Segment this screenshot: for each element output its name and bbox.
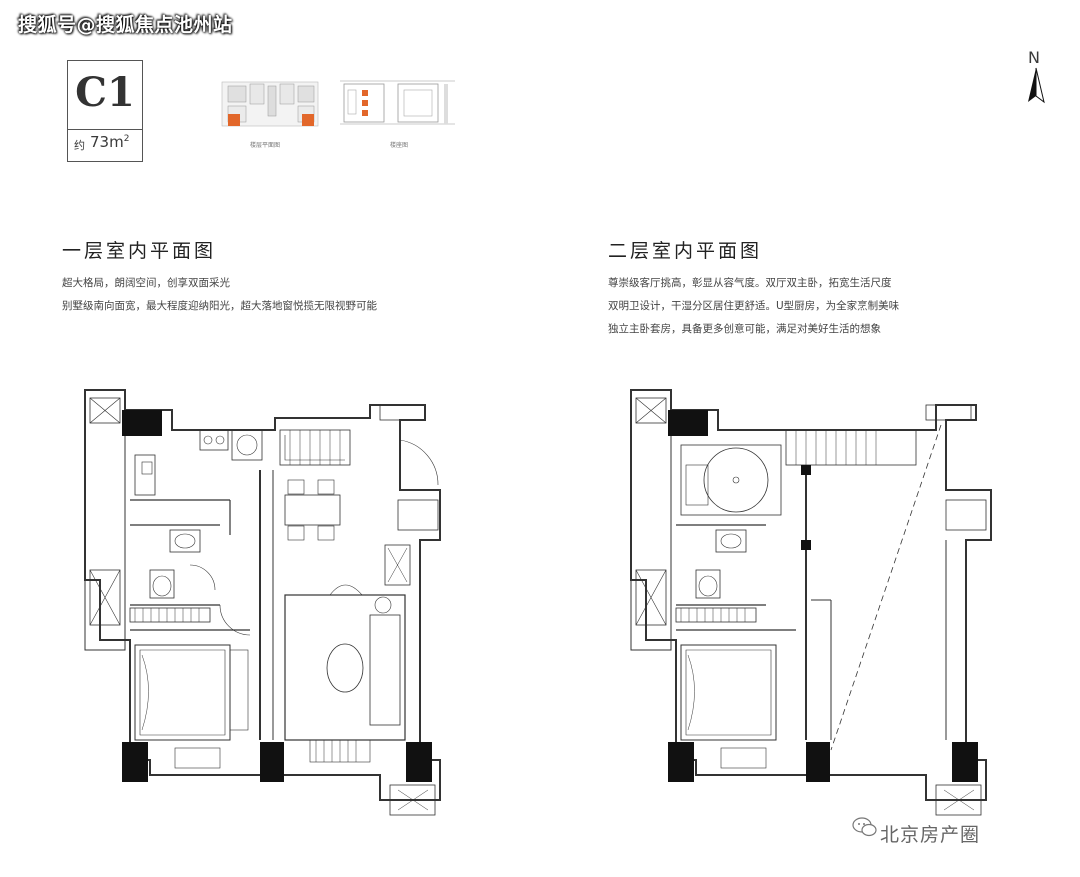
floor1-plan	[84, 389, 441, 816]
unit-divider	[68, 129, 142, 130]
site-plan-caption: 楼座图	[390, 142, 409, 149]
floor1-line: 别墅级南向面宽，最大程度迎纳阳光，超大落地窗悦揽无限视野可能	[62, 300, 377, 312]
bed	[680, 644, 777, 741]
floor1-description: 超大格局，朗阔空间，创享双面采光 别墅级南向面宽，最大程度迎纳阳光，超大落地窗悦…	[62, 272, 377, 318]
floor1-title: 一层室内平面图	[62, 240, 217, 262]
building-plan-caption: 楼层平面图	[250, 142, 281, 149]
structural-column	[668, 742, 694, 782]
stove	[199, 429, 229, 451]
source-mark: 北京房产圈	[880, 824, 981, 846]
ac-unit	[389, 784, 436, 816]
left-window-frame	[630, 389, 672, 651]
floor2-plan	[630, 389, 992, 816]
site-plan	[340, 80, 455, 125]
wechat-icon	[852, 817, 877, 837]
dining-table	[284, 494, 341, 526]
bedside-desk	[174, 747, 221, 769]
staircase	[785, 429, 917, 466]
bathtub	[703, 447, 769, 513]
unit-code: C1	[75, 69, 135, 116]
void-boundary	[830, 424, 942, 751]
structural-column	[406, 742, 432, 782]
wardrobe	[129, 607, 211, 623]
staircase	[279, 429, 351, 466]
ac-unit	[935, 784, 982, 816]
shoe-cabinet	[384, 544, 411, 586]
structural-column	[122, 742, 148, 782]
toilet	[695, 569, 721, 599]
structural-column	[260, 742, 284, 782]
structural-column	[122, 410, 162, 436]
bedside-desk	[720, 747, 767, 769]
structural-column	[952, 742, 978, 782]
north-label: N	[1028, 48, 1040, 67]
floor2-title: 二层室内平面图	[608, 240, 763, 262]
floor2-line: 尊崇级客厅挑高，彰显从容气度。双厅双主卧，拓宽生活尺度	[608, 277, 892, 289]
floor1-line: 超大格局，朗阔空间，创享双面采光	[62, 277, 230, 289]
unit-highlight-right	[302, 114, 314, 126]
floor2-line: 独立主卧套房，具备更多创意可能，满足对美好生活的想象	[608, 323, 881, 335]
sofa	[369, 614, 401, 726]
sink	[715, 529, 747, 553]
floor2-description: 尊崇级客厅挑高，彰显从容气度。双厅双主卧，拓宽生活尺度 双明卫设计，干湿分区居住…	[608, 272, 899, 341]
upper-bath	[680, 444, 782, 516]
sink	[169, 529, 201, 553]
building-key-plan	[221, 81, 319, 127]
structural-column	[806, 742, 830, 782]
kitchen-counter	[134, 454, 156, 496]
living-room	[284, 594, 406, 741]
coffee-table	[326, 643, 364, 693]
north-arrow-icon	[1028, 67, 1045, 104]
unit-label-box: C1 约 73m2	[67, 60, 143, 162]
bed	[134, 644, 231, 741]
washing-machine	[231, 429, 263, 461]
watermark-text: 搜狐号@搜狐焦点池州站	[18, 14, 233, 36]
floor2-line: 双明卫设计，干湿分区居住更舒适。U型厨房，为全家烹制美味	[608, 300, 900, 312]
unit-area-prefix: 约	[74, 139, 85, 152]
structural-column	[668, 410, 708, 436]
unit-area: 73m2	[90, 133, 130, 151]
outer-wall	[630, 389, 992, 801]
unit-highlight-left	[228, 114, 240, 126]
toilet	[149, 569, 175, 599]
left-window-frame	[84, 389, 126, 651]
wardrobe	[675, 607, 757, 623]
